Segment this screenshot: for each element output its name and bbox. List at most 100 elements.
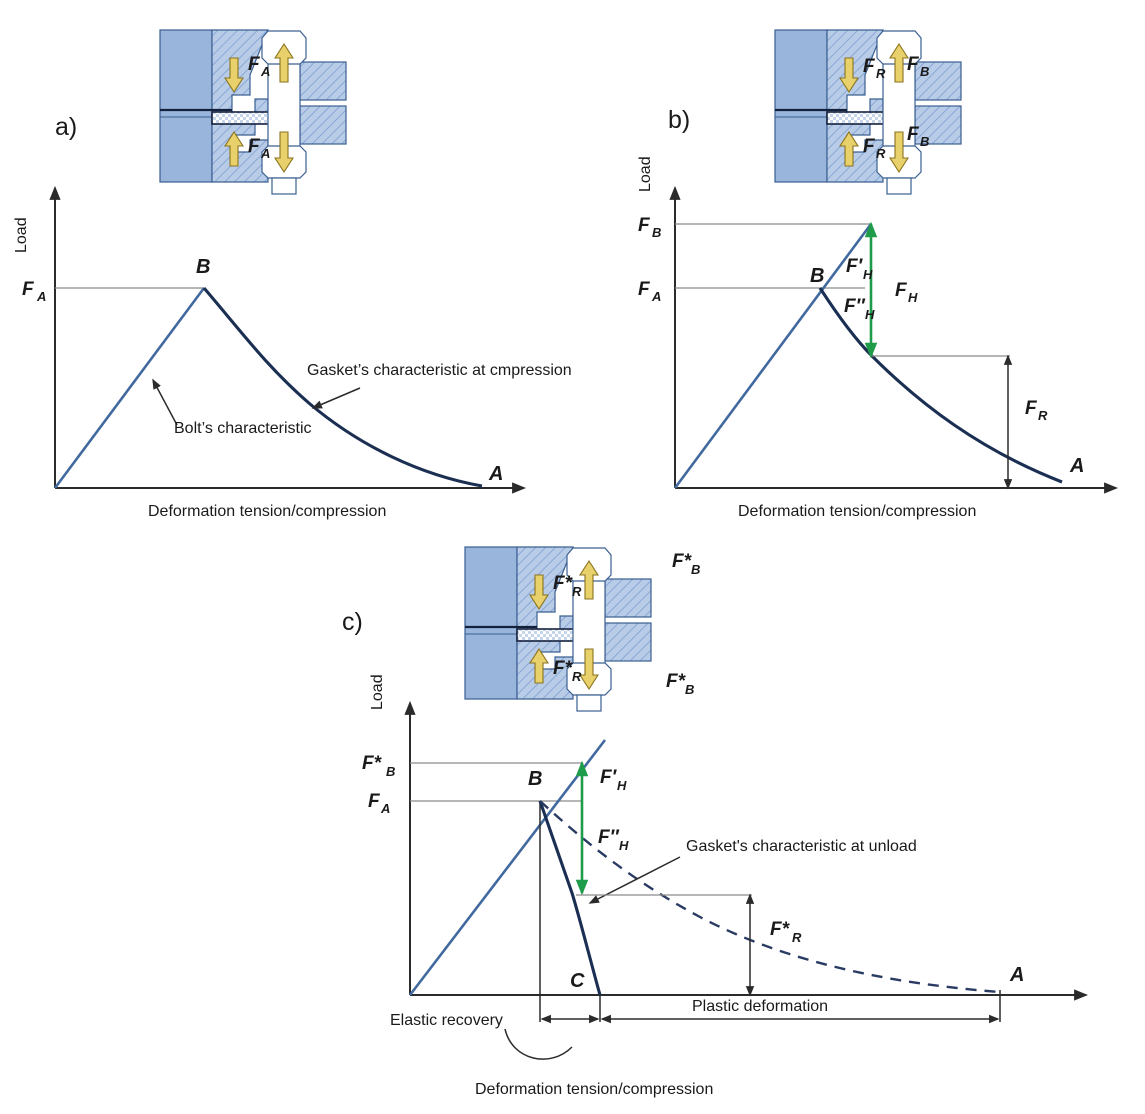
drawing-force-sub-b-3: B xyxy=(920,134,929,149)
panel-letter-a: a) xyxy=(55,113,77,141)
tick-sub-fb-b: B xyxy=(652,225,661,240)
dimension-label-elastic-recovery: Elastic recovery xyxy=(390,1012,503,1029)
bolt-characteristic-curve-b xyxy=(673,223,873,489)
drawing-force-sub-c-1: R xyxy=(572,584,582,599)
drawing-force-label-a-2: F xyxy=(248,136,261,157)
force-sub-fh-dprime-b: H xyxy=(865,307,875,322)
force-label-fh-prime-c: F′ xyxy=(600,767,618,788)
drawing-force-sub-b-2: B xyxy=(920,64,929,79)
gasket-unload-curve-solid-c xyxy=(538,800,602,996)
bolt-characteristic-curve-a xyxy=(53,287,206,489)
drawing-force-label-b-1: F xyxy=(863,56,876,77)
force-arrow-up-bolt-a xyxy=(273,42,295,83)
force-label-fh-dprime-b: F″ xyxy=(844,296,866,317)
drawing-force-label-c-1: F* xyxy=(553,573,574,594)
flange-right-lower-b xyxy=(914,105,962,145)
y-axis-label-a: Load xyxy=(13,217,30,253)
drawing-force-sub-a-2: A xyxy=(260,146,270,161)
force-label-fh-b: F xyxy=(895,280,908,301)
force-arrow-up-b1 xyxy=(838,130,860,167)
force-arrow-down-c1 xyxy=(528,574,550,611)
drawing-force-sub-a-1: A xyxy=(260,64,270,79)
axes-a: Load Deformation tension/compression xyxy=(13,185,527,520)
force-sub-fh-b: H xyxy=(908,290,918,305)
flange-assembly-drawing-b: F R F B F B F R xyxy=(774,29,962,195)
panel-letter-b: b) xyxy=(668,106,690,134)
force-arrow-up-c1 xyxy=(528,647,550,684)
panel-b-svg: F R F B F B F R b) Load Deformation tens… xyxy=(637,29,1119,520)
flange-body-left-c xyxy=(464,546,518,700)
leader-bolt-char-a xyxy=(152,378,178,426)
leader-gasket-unload-c xyxy=(588,856,681,904)
tick-sub-fa-b: A xyxy=(651,289,661,304)
x-axis-label-b: Deformation tension/compression xyxy=(738,503,976,520)
panel-a: F A F A a) Load Deformation tension/comp… xyxy=(0,0,620,530)
force-label-fr-b: F xyxy=(1025,398,1038,419)
tick-label-fsb-c: F* xyxy=(362,753,383,774)
drawing-force-label-c-4: F* xyxy=(553,658,574,679)
force-label-fh-prime-b: F′ xyxy=(846,256,864,277)
gasket xyxy=(211,111,273,125)
tick-label-fa-b: F xyxy=(638,279,651,300)
drawing-force-sub-c-4: R xyxy=(572,669,582,684)
drawing-force-label-b-3: F xyxy=(907,124,920,145)
panel-letter-c: c) xyxy=(342,608,363,636)
force-arrow-up-a1 xyxy=(223,130,245,167)
gasket-characteristic-curve-a xyxy=(202,286,483,488)
force-sub-fr-b: R xyxy=(1038,408,1048,423)
drawing-force-label-c-2: F* xyxy=(672,551,693,572)
drawing-force-sub-b-1: R xyxy=(876,66,886,81)
gasket-b xyxy=(826,111,888,125)
flange-right-lower xyxy=(299,105,347,145)
bolt-thread-end-b xyxy=(886,177,912,195)
force-arrow-down-a1 xyxy=(223,57,245,94)
force-label-fsr-c: F* xyxy=(770,919,791,940)
tick-label-fb-b: F xyxy=(638,215,651,236)
force-sub-fh-prime-c: H xyxy=(617,778,627,793)
drawing-force-label-b-4: F xyxy=(863,136,876,157)
panel-c-svg: F* R F* B F* B F* R c) Load Deformation … xyxy=(342,546,1089,1098)
bolt-characteristic-curve-c xyxy=(408,739,607,996)
annotation-gasket-characteristic: Gasket’s characteristic at cmpression xyxy=(307,362,572,379)
flange-assembly-drawing-c: F* R F* B F* B F* R xyxy=(464,546,700,712)
force-arrow-down-bolt-b xyxy=(888,131,910,174)
panel-b: F R F B F B F R b) Load Deformation tens… xyxy=(620,0,1145,530)
force-arrow-up-bolt-c xyxy=(578,559,600,600)
force-sub-fsr-c: R xyxy=(792,930,802,945)
annotation-gasket-unload: Gasket's characteristic at unload xyxy=(686,838,917,855)
panel-c: F* R F* B F* B F* R c) Load Deformation … xyxy=(300,535,1145,1114)
flange-body-hatched-b xyxy=(826,29,884,183)
drawing-force-sub-b-4: R xyxy=(876,146,886,161)
drawing-force-label-a-1: F xyxy=(248,54,261,75)
force-arrow-up-bolt-b xyxy=(888,42,910,83)
tick-label-fa-c: F xyxy=(368,791,381,812)
y-axis-label-c: Load xyxy=(369,674,386,710)
x-axis-label-c: Deformation tension/compression xyxy=(475,1081,713,1098)
tick-sub-fa-c: A xyxy=(380,801,390,816)
axes-b: Load Deformation tension/compression xyxy=(637,156,1119,520)
annotation-bolt-characteristic: Bolt’s characteristic xyxy=(174,420,312,437)
flange-right-lower-c xyxy=(604,622,652,662)
force-sub-fh-prime-b: H xyxy=(863,267,873,282)
leader-gasket-char-a xyxy=(311,387,361,409)
force-arrow-down-b1 xyxy=(838,57,860,94)
flange-body-left-b xyxy=(774,29,828,183)
tick-sub-fsb-c: B xyxy=(386,764,395,779)
panel-a-svg: F A F A a) Load Deformation tension/comp… xyxy=(13,29,572,520)
x-axis-label-a: Deformation tension/compression xyxy=(148,503,386,520)
force-label-fh-dprime-c: F″ xyxy=(598,827,620,848)
flange-body-hatched xyxy=(211,29,269,183)
flange-right-upper-b xyxy=(914,61,962,101)
leader-curve-elastic-recovery-c xyxy=(504,1028,573,1060)
drawing-force-sub-c-2: B xyxy=(691,562,700,577)
drawing-force-label-b-2: F xyxy=(907,54,920,75)
flange-right-upper-c xyxy=(604,578,652,618)
y-axis-label-b: Load xyxy=(637,156,654,192)
flange-body-left xyxy=(159,29,213,183)
axes-c: Load Deformation tension/compression xyxy=(369,674,1089,1098)
point-label-a-b: A xyxy=(1069,455,1084,477)
gasket-characteristic-curve-b xyxy=(818,287,1063,484)
dimension-label-plastic-deformation: Plastic deformation xyxy=(692,998,828,1015)
flange-right-upper xyxy=(299,61,347,101)
force-arrow-down-bolt-c xyxy=(578,648,600,691)
